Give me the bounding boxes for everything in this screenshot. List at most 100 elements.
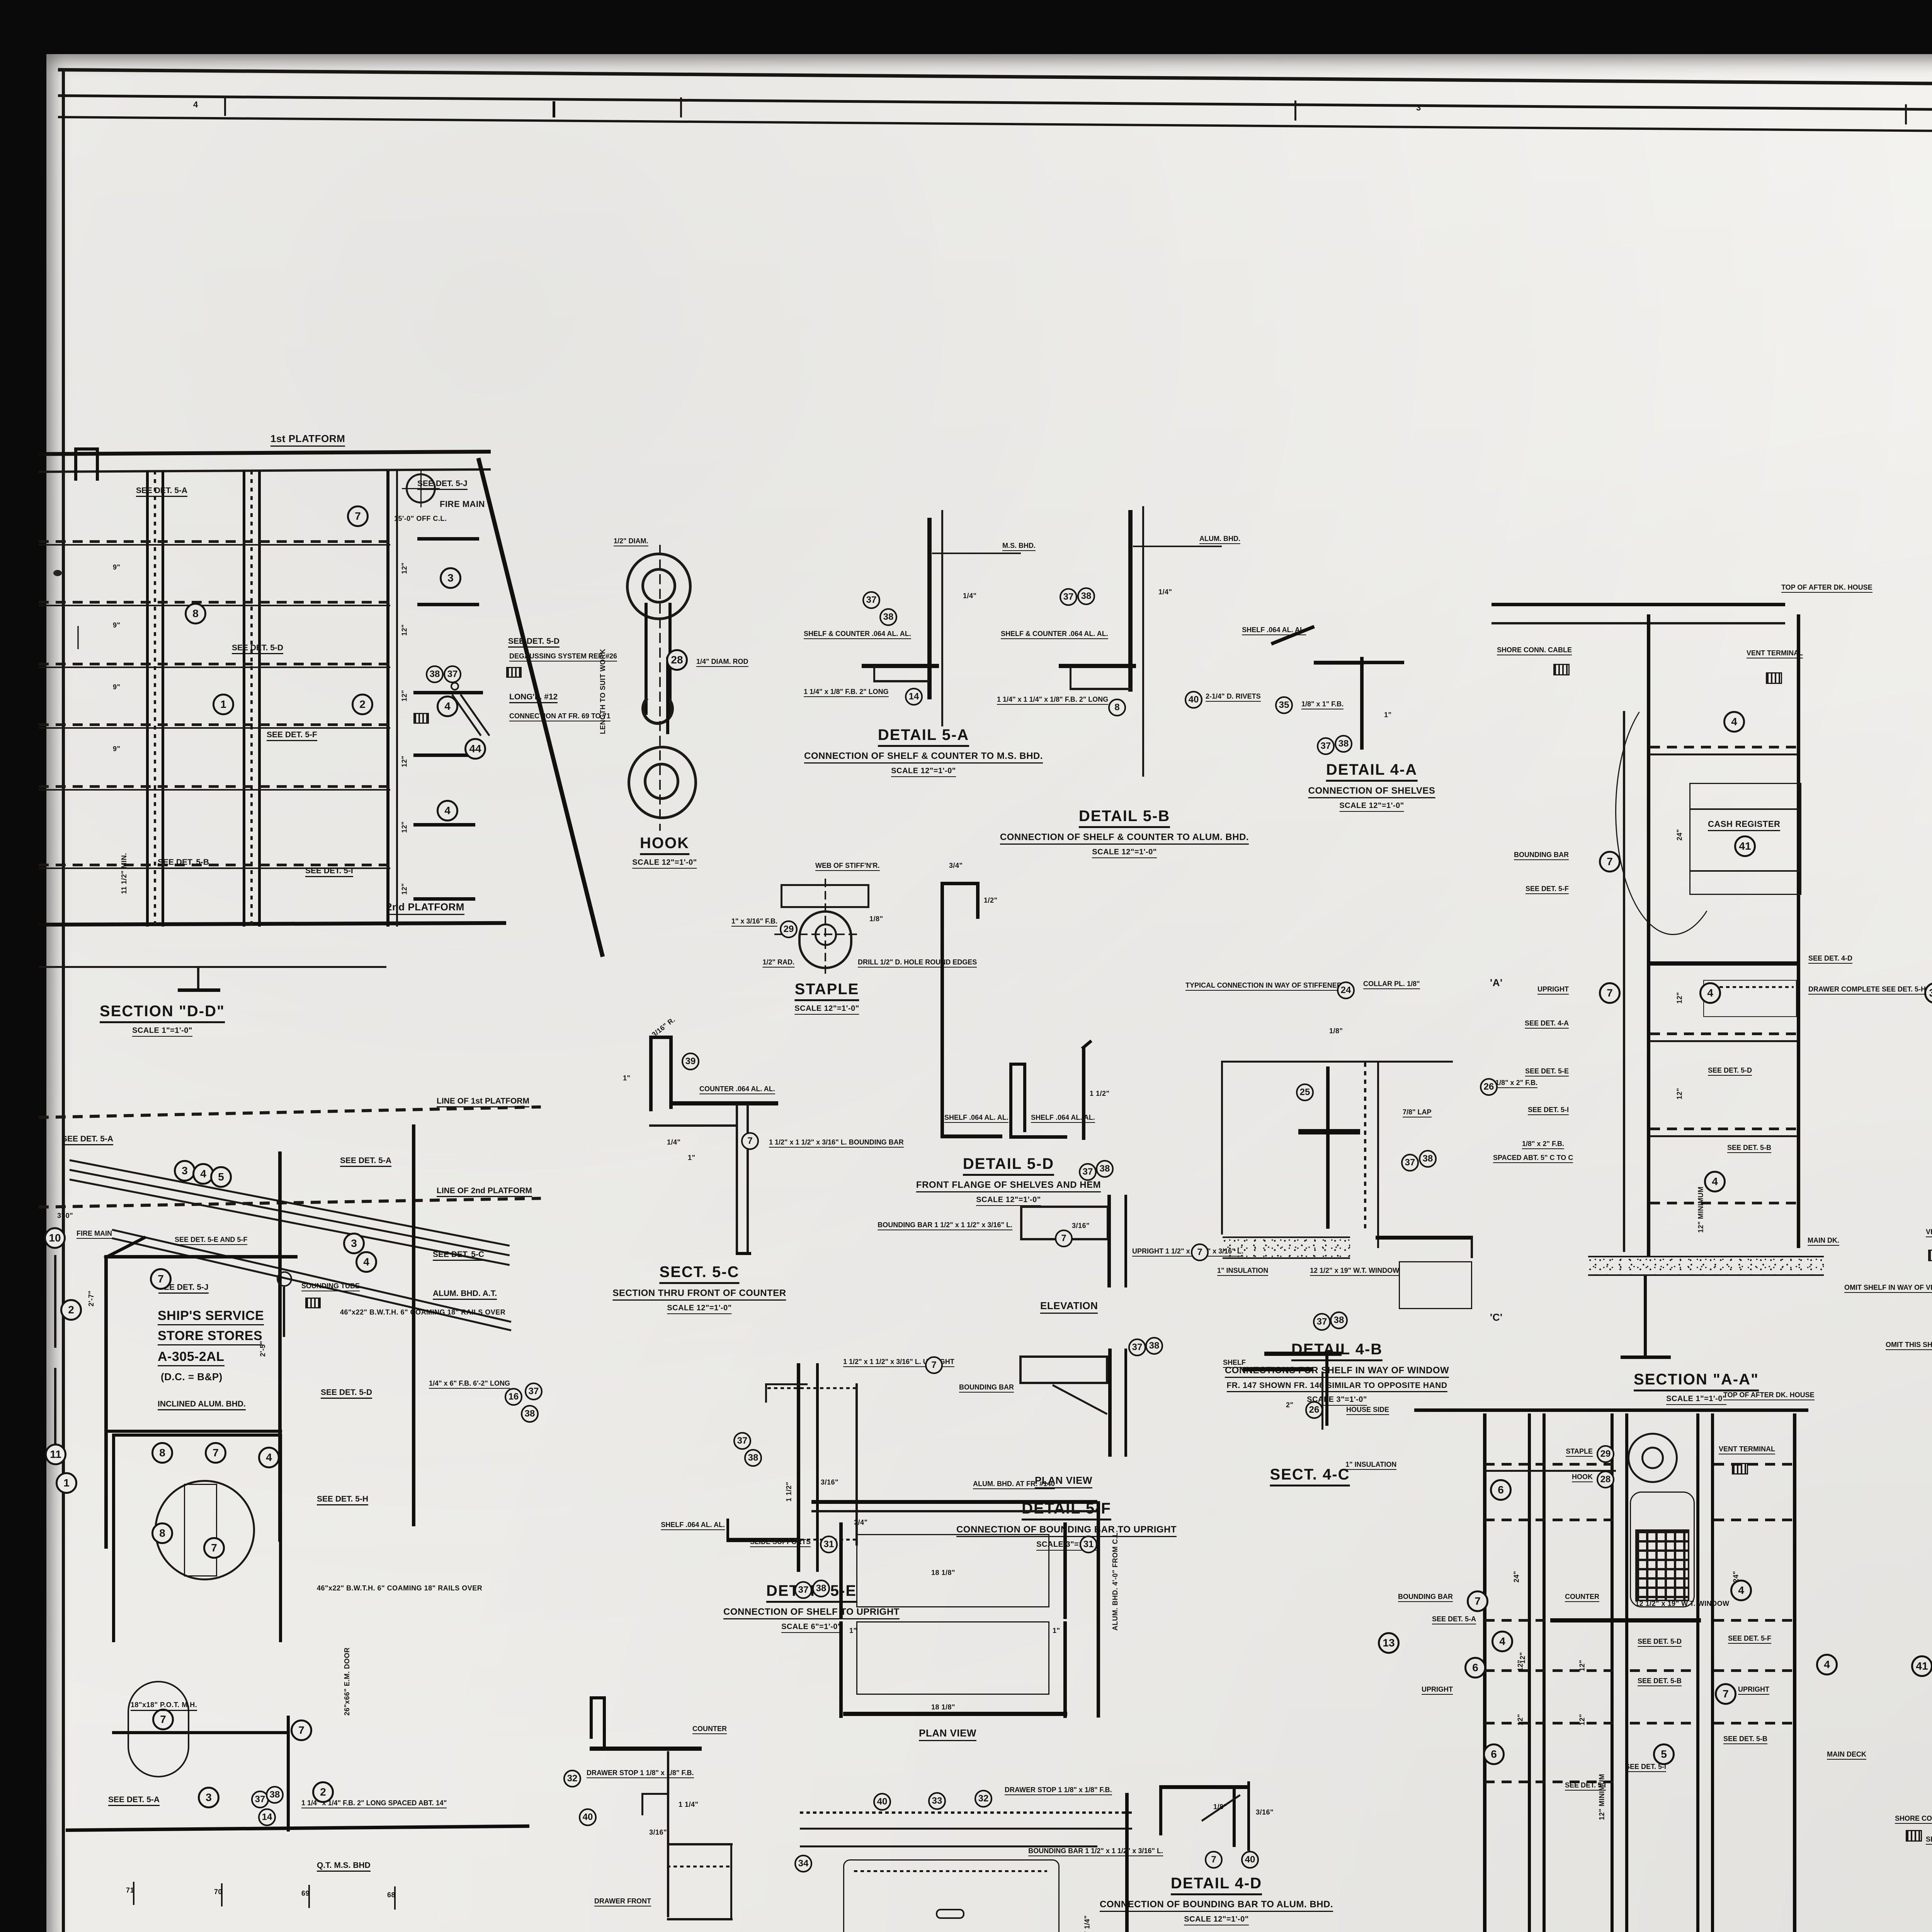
s4c-balloon-26[interactable]: 26 [1305, 1401, 1323, 1419]
sbb-balloon-4a[interactable]: 4 [1730, 1580, 1752, 1601]
d4b-balloon-37[interactable]: 37 [1401, 1154, 1419, 1172]
s4c-balloon-37[interactable]: 37 [1313, 1313, 1331, 1331]
s4c-balloon-38[interactable]: 38 [1330, 1311, 1348, 1329]
pl-balloon-2[interactable]: 2 [60, 1299, 82, 1321]
saa-balloon-4a[interactable]: 4 [1723, 711, 1745, 733]
dd-balloon-1[interactable]: 1 [213, 694, 234, 715]
pl-balloon-38[interactable]: 38 [521, 1405, 539, 1423]
d5a-balloon-38[interactable]: 38 [879, 608, 897, 626]
dd-balloon-2[interactable]: 2 [352, 694, 373, 715]
pl-balloon-37[interactable]: 37 [525, 1383, 543, 1400]
s5c-balloon-39[interactable]: 39 [682, 1053, 699, 1070]
pl-balloon-2b[interactable]: 2 [312, 1781, 334, 1803]
d5a-balloon-37[interactable]: 37 [862, 591, 880, 609]
dd-balloon-4b[interactable]: 4 [437, 800, 458, 821]
d5e-balloon-37[interactable]: 37 [733, 1432, 751, 1450]
pl-balloon-11[interactable]: 11 [45, 1444, 66, 1465]
dd-balloon-8[interactable]: 8 [185, 603, 206, 624]
sbb-balloon-6a[interactable]: 6 [1490, 1479, 1512, 1501]
sbb-balloon-5[interactable]: 5 [1653, 1743, 1675, 1765]
d5f-balloon-7a[interactable]: 7 [1055, 1230, 1073, 1247]
pl-balloon-10[interactable]: 10 [44, 1227, 66, 1249]
d5b-scale: SCALE 12"=1'-0" [1092, 848, 1157, 858]
pl-sounding-tube-v [283, 1287, 285, 1337]
d5b-balloon-8[interactable]: 8 [1108, 699, 1126, 716]
pl-balloon-3c[interactable]: 3 [198, 1787, 219, 1808]
d5f-balloon-7b[interactable]: 7 [1191, 1243, 1209, 1261]
pl-balloon-7e[interactable]: 7 [291, 1719, 312, 1741]
d5b-balloon-40[interactable]: 40 [1185, 691, 1202, 709]
d5f-balloon-38[interactable]: 38 [1096, 1160, 1114, 1178]
saa-balloon-7b[interactable]: 7 [1599, 982, 1621, 1004]
sbb-balloon-4b[interactable]: 4 [1492, 1631, 1513, 1652]
pl-balloon-1[interactable]: 1 [56, 1472, 77, 1494]
d4b-balloon-26[interactable]: 26 [1480, 1078, 1498, 1096]
sbb-balloon-6b[interactable]: 6 [1464, 1657, 1486, 1679]
d4a-balloon-37[interactable]: 37 [1317, 737, 1335, 755]
zone-tick-top-1 [224, 96, 226, 116]
d5h-balloon-31b[interactable]: 31 [1080, 1536, 1097, 1553]
pl-balloon-7c[interactable]: 7 [203, 1537, 225, 1559]
sbb-balloon-7a[interactable]: 7 [1467, 1590, 1488, 1612]
d4b-balloon-38[interactable]: 38 [1419, 1150, 1437, 1168]
d5e-balloon-7[interactable]: 7 [925, 1356, 943, 1374]
pl-balloon-3[interactable]: 3 [174, 1160, 196, 1182]
d5h-balloon-38[interactable]: 38 [812, 1580, 830, 1597]
s5g-balloon-40[interactable]: 40 [579, 1808, 597, 1826]
pl-balloon-14[interactable]: 14 [258, 1808, 276, 1826]
pvc-label-shore-cable: SHORE CONN. CABLE [1895, 1815, 1932, 1824]
pl-balloon-8[interactable]: 8 [151, 1442, 173, 1464]
sbb-balloon-29[interactable]: 29 [1597, 1445, 1614, 1463]
s5c-balloon-7[interactable]: 7 [741, 1132, 759, 1150]
d5h-balloon-33[interactable]: 33 [928, 1792, 946, 1810]
pvc-balloon-41[interactable]: 41 [1911, 1655, 1932, 1677]
hook-balloon-28[interactable]: 28 [666, 649, 688, 671]
d4a-balloon-35[interactable]: 35 [1275, 696, 1293, 714]
pl-balloon-3b[interactable]: 3 [343, 1233, 365, 1254]
staple-balloon-29[interactable]: 29 [780, 920, 798, 938]
sbb-balloon-6c[interactable]: 6 [1483, 1743, 1505, 1765]
dd-balloon-3[interactable]: 3 [440, 567, 461, 589]
pl-balloon-4c[interactable]: 4 [258, 1447, 280, 1468]
d4b-balloon-24[interactable]: 24 [1337, 981, 1355, 999]
dd-balloon-4a[interactable]: 4 [437, 696, 458, 717]
d5h-balloon-40[interactable]: 40 [873, 1793, 891, 1811]
sbb-balloon-13[interactable]: 13 [1378, 1632, 1400, 1654]
d5a-balloon-14[interactable]: 14 [905, 688, 923, 706]
d5h-balloon-31a[interactable]: 31 [820, 1536, 838, 1553]
saa-balloon-41[interactable]: 41 [1734, 835, 1756, 857]
d5h-balloon-37[interactable]: 37 [794, 1581, 812, 1599]
pl-balloon-38b[interactable]: 38 [266, 1786, 284, 1804]
d5b-label-fb: 1 1/4" x 1 1/4" x 1/8" F.B. 2" LONG [997, 696, 1109, 705]
sbb-balloon-7b[interactable]: 7 [1715, 1683, 1736, 1705]
d4b-balloon-25[interactable]: 25 [1296, 1083, 1314, 1101]
d5h-balloon-32[interactable]: 32 [975, 1790, 992, 1808]
pl-balloon-7b[interactable]: 7 [205, 1442, 226, 1464]
sbb-balloon-4c[interactable]: 4 [1816, 1654, 1838, 1675]
dd-balloon-38[interactable]: 38 [426, 665, 444, 683]
d4d-balloon-7[interactable]: 7 [1205, 1851, 1223, 1869]
d4a-balloon-38[interactable]: 38 [1335, 735, 1352, 753]
d5b-balloon-38[interactable]: 38 [1077, 587, 1095, 605]
sbb-balloon-28[interactable]: 28 [1597, 1471, 1614, 1488]
pl-balloon-4b[interactable]: 4 [355, 1251, 377, 1273]
d5f-plan-balloon-38[interactable]: 38 [1145, 1337, 1163, 1355]
dd-balloon-7[interactable]: 7 [347, 505, 369, 527]
d5h-balloon-34[interactable]: 34 [794, 1855, 812, 1872]
pl-balloon-5[interactable]: 5 [210, 1166, 232, 1188]
pl-balloon-7[interactable]: 7 [150, 1268, 172, 1290]
saa-balloon-4c[interactable]: 4 [1704, 1171, 1726, 1192]
d5f-plan-balloon-37[interactable]: 37 [1128, 1338, 1146, 1356]
d4d-balloon-40[interactable]: 40 [1241, 1851, 1259, 1869]
s5g-balloon-32[interactable]: 32 [563, 1770, 581, 1787]
pl-balloon-7d[interactable]: 7 [152, 1709, 174, 1730]
saa-balloon-4b[interactable]: 4 [1699, 982, 1721, 1004]
pl-balloon-16[interactable]: 16 [505, 1388, 522, 1406]
d5f-balloon-37[interactable]: 37 [1079, 1163, 1097, 1181]
pl-balloon-8b[interactable]: 8 [151, 1522, 173, 1544]
dd-balloon-44[interactable]: 44 [464, 738, 486, 760]
d5e-balloon-38[interactable]: 38 [744, 1449, 762, 1467]
saa-balloon-7a[interactable]: 7 [1599, 851, 1621, 872]
d5b-balloon-37[interactable]: 37 [1060, 588, 1077, 606]
dd-balloon-37[interactable]: 37 [444, 665, 461, 683]
